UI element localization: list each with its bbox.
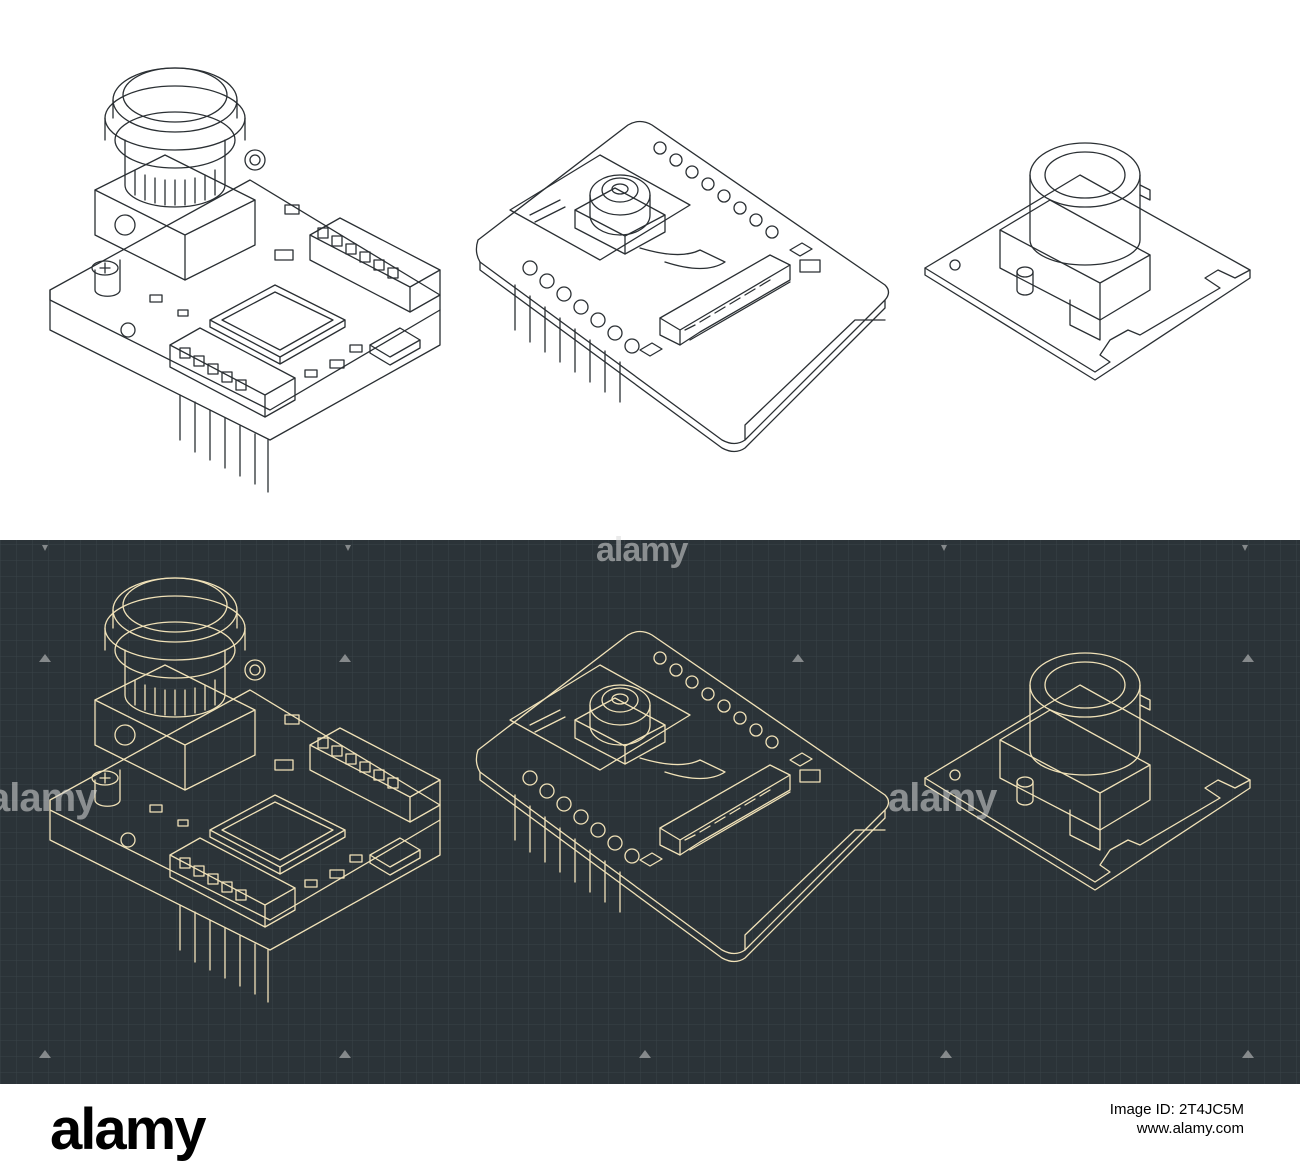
site-link[interactable]: www.alamy.com <box>1136 1120 1244 1137</box>
image-id: Image ID: 2T4JC5M <box>1109 1101 1244 1118</box>
watermark-marks <box>39 545 1254 1058</box>
footer-bar: alamy Image ID: 2T4JC5M www.alamy.com <box>0 1084 1300 1174</box>
image-info: Image ID: 2T4JC5M www.alamy.com <box>1110 1100 1244 1138</box>
alamy-logo[interactable]: alamy <box>50 1097 206 1162</box>
top-panel-background <box>0 0 1300 540</box>
blueprint-grid <box>0 540 1300 1084</box>
